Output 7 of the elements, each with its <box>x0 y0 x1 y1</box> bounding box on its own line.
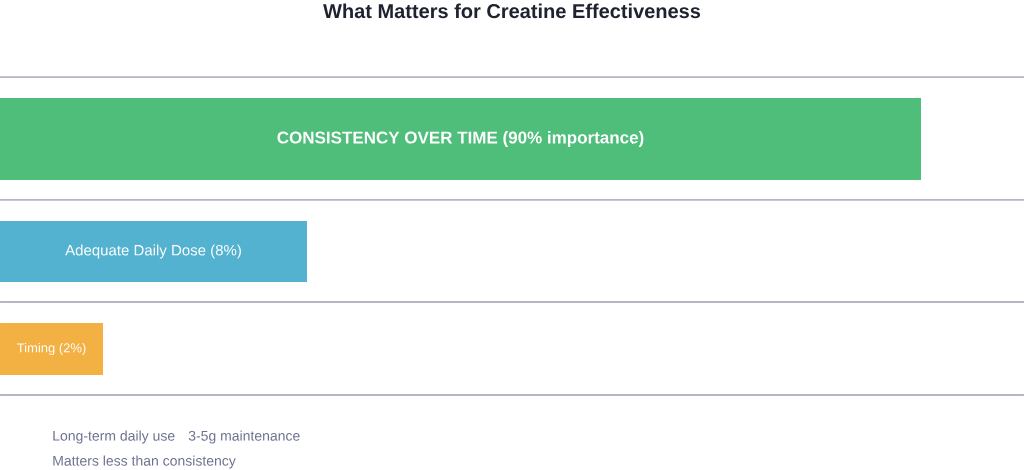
note-text: Matters less than consistency <box>53 455 236 469</box>
importance-bar: Timing (2%) <box>0 323 103 375</box>
note-text: Long-term daily use <box>53 430 175 444</box>
importance-bar: CONSISTENCY OVER TIME (90% importance) <box>0 98 921 180</box>
note-text: 3-5g maintenance <box>188 430 300 444</box>
importance-bar: Adequate Daily Dose (8%) <box>0 221 307 282</box>
chart-title: What Matters for Creatine Effectiveness <box>323 3 701 19</box>
